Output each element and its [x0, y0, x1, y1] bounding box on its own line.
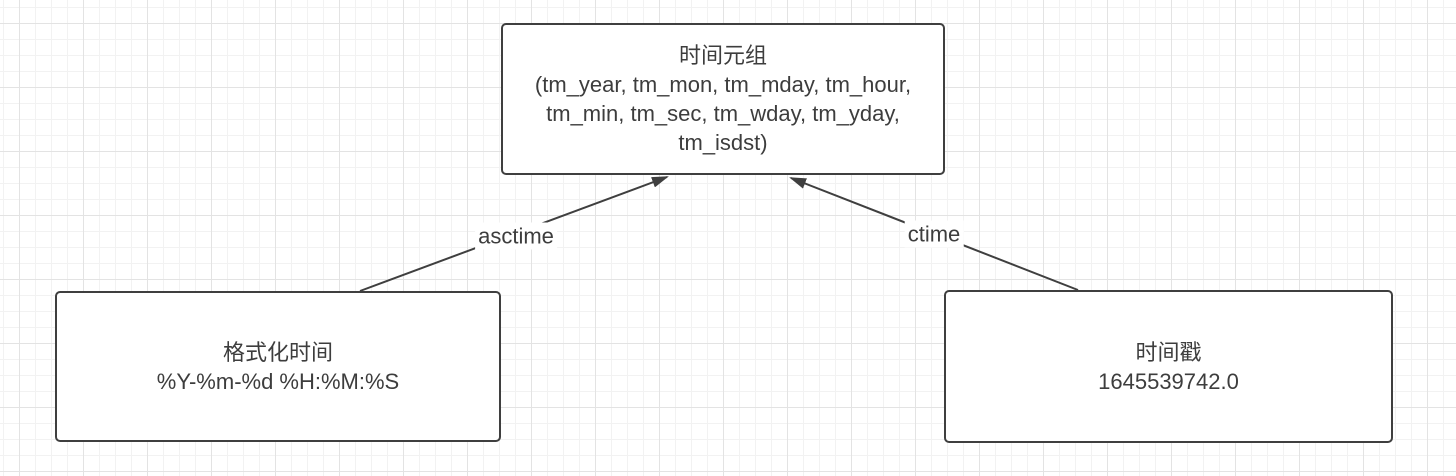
edge-label-ctime: ctime	[904, 220, 964, 248]
node-formatted-time-title: 格式化时间	[222, 339, 333, 365]
node-timestamp: 时间戳 1645539742.0	[944, 290, 1393, 443]
node-time-tuple-title: 时间元组	[678, 43, 767, 68]
node-timestamp-title: 时间戳	[1135, 339, 1202, 365]
node-formatted-time-value: %Y-%m-%d %H:%M:%S	[156, 368, 400, 394]
node-time-tuple-body-line: tm_isdst)	[678, 130, 768, 155]
node-time-tuple-body-line: tm_min, tm_sec, tm_wday, tm_yday,	[546, 101, 900, 126]
node-time-tuple: 时间元组 (tm_year, tm_mon, tm_mday, tm_hour,…	[501, 23, 945, 175]
node-timestamp-value: 1645539742.0	[1098, 368, 1239, 394]
node-time-tuple-body-line: (tm_year, tm_mon, tm_mday, tm_hour,	[534, 72, 912, 97]
edge-label-asctime: asctime	[475, 222, 557, 250]
node-formatted-time: 格式化时间 %Y-%m-%d %H:%M:%S	[55, 291, 501, 442]
